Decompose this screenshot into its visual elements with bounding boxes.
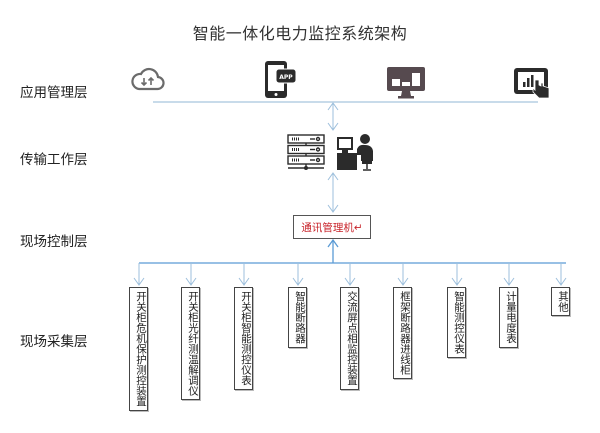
arrow-down-head — [327, 204, 339, 213]
arrow-down-head — [503, 277, 515, 286]
device-box: 智能测控仪表 — [447, 287, 466, 358]
arrow-up-head — [327, 238, 339, 248]
device-label: 框架断路器进线柜 — [399, 291, 411, 375]
layer-label-application: 应用管理层 — [20, 85, 88, 101]
device-label: 其他 — [557, 291, 569, 312]
device-box: 智能断路器 — [288, 287, 307, 348]
layer-label-field-acquisition: 现场采集层 — [20, 334, 88, 350]
arrow-down-head — [327, 122, 339, 131]
diagram-title: 智能一体化电力监控系统架构 — [192, 24, 408, 43]
device-label: 智能断路器 — [294, 291, 306, 344]
mobile-app-icon: APP — [265, 61, 297, 98]
communication-manager-box: 通讯管理机↵ — [293, 215, 371, 239]
arrow-down-head — [133, 277, 145, 286]
device-label: 交流屏点相监控装置 — [346, 291, 358, 386]
server-rack-icon — [287, 134, 325, 170]
device-box: 开关柜智能测控仪表 — [234, 287, 253, 390]
device-label: 智能测控仪表 — [453, 291, 465, 354]
device-label: 开关柜光纤测温解调仪 — [187, 291, 199, 396]
arrow-down-head — [292, 277, 304, 286]
layer-label-transmission: 传输工作层 — [20, 152, 88, 168]
layer-label-field-control: 现场控制层 — [20, 234, 88, 250]
device-box: 交流屏点相监控装置 — [340, 287, 359, 390]
desktop-monitor-icon — [387, 67, 425, 99]
device-drop-lines — [133, 263, 567, 286]
arrow-down-head — [185, 277, 197, 286]
arrow-up-head — [327, 172, 339, 181]
communication-manager-label: 通讯管理机↵ — [301, 221, 363, 234]
arrow-down-head — [397, 277, 409, 286]
arrow-down-head — [451, 277, 463, 286]
device-box: 开关柜光纤测温解调仪 — [181, 287, 200, 400]
arrow-down-head — [344, 277, 356, 286]
device-box: 其他 — [551, 287, 570, 316]
operator-workstation-icon — [337, 134, 373, 171]
tablet-chart-icon — [514, 68, 550, 99]
cloud-sync-icon — [131, 67, 165, 91]
arrow-up-head — [327, 102, 339, 111]
device-box: 计量电度表 — [499, 287, 518, 348]
device-box: 开关柜危机保护测控装置 — [129, 287, 148, 411]
arrow-down-head — [555, 277, 567, 286]
app-badge-text: APP — [279, 74, 293, 81]
device-label: 开关柜智能测控仪表 — [240, 291, 252, 386]
device-label: 开关柜危机保护测控装置 — [135, 291, 147, 407]
device-label: 计量电度表 — [505, 291, 517, 344]
device-box: 框架断路器进线柜 — [393, 287, 412, 379]
arrow-down-head — [238, 277, 250, 286]
